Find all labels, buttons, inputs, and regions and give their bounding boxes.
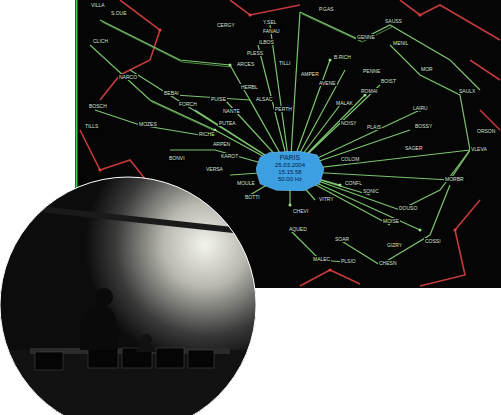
station-label: TILLS bbox=[84, 123, 99, 129]
station-label: PLSIO bbox=[340, 258, 357, 264]
station-label: BOIST bbox=[380, 78, 397, 84]
station-label: MOZES bbox=[138, 121, 158, 127]
station-label: MOISE bbox=[382, 218, 400, 224]
station-label: HERBL bbox=[240, 84, 259, 90]
station-label: ARCES bbox=[236, 61, 255, 67]
station-label: AQUED bbox=[288, 226, 308, 232]
station-label: PUTEA bbox=[218, 120, 237, 126]
station-label: CHESN bbox=[378, 260, 398, 266]
station-label: ARPEN bbox=[212, 141, 231, 147]
station-label: BONVI bbox=[168, 155, 186, 161]
station-label: GENNE bbox=[356, 34, 376, 40]
station-label: SOAR bbox=[334, 236, 350, 242]
station-label: TILLI bbox=[278, 60, 291, 66]
station-label: CLICH bbox=[92, 38, 109, 44]
station-label: BOSSY bbox=[414, 123, 433, 129]
station-label: COSSI bbox=[424, 238, 442, 244]
station-label: CONFL bbox=[344, 180, 363, 186]
station-label: P.GAS bbox=[318, 6, 335, 12]
city-reading: 15.15.58 bbox=[264, 169, 316, 176]
station-label: ROMAI bbox=[360, 88, 378, 94]
station-label: MOULE bbox=[236, 180, 256, 186]
station-label: MALAK bbox=[335, 100, 354, 106]
station-label: BOTTI bbox=[244, 194, 261, 200]
station-label: LAIRU bbox=[412, 105, 429, 111]
city-reading: 25.03.2004 bbox=[264, 162, 316, 169]
station-label: NARCO bbox=[118, 74, 138, 80]
station-label: B.RICH bbox=[333, 54, 352, 60]
city-name: PARIS bbox=[264, 154, 316, 162]
station-label: VITRY bbox=[318, 196, 335, 202]
station-label: SAGER bbox=[404, 145, 424, 151]
city-node: PARIS25.03.200415.15.5850.00 Hz bbox=[256, 151, 324, 191]
station-label: AMPER bbox=[300, 71, 320, 77]
station-label: SONIC bbox=[362, 188, 380, 194]
station-label: CHEVI bbox=[292, 208, 309, 214]
station-label: BOSCH bbox=[88, 103, 108, 109]
station-label: NANTE bbox=[222, 108, 241, 114]
station-label: PENNE bbox=[362, 68, 381, 74]
station-label: DOUSO bbox=[398, 205, 418, 211]
station-label: PLAIS bbox=[366, 124, 382, 130]
station-label: NOISY bbox=[340, 120, 358, 126]
station-label: MOR bbox=[420, 66, 434, 72]
station-label: RICHE bbox=[198, 131, 216, 137]
station-label: ALSAC bbox=[255, 96, 273, 102]
station-label: PLESS bbox=[246, 50, 264, 56]
station-label: CERGY bbox=[216, 22, 236, 28]
station-label: FANAU bbox=[262, 28, 281, 34]
station-label: ORSON bbox=[476, 128, 496, 134]
station-label: SAUSS bbox=[384, 18, 403, 24]
station-label: MORBR bbox=[444, 176, 465, 182]
station-label: PERTH bbox=[274, 106, 293, 112]
city-reading: 50.00 Hz bbox=[264, 176, 316, 183]
station-label: GIZRY bbox=[386, 242, 403, 248]
station-label: MENIL bbox=[392, 40, 409, 46]
station-label: S.OUE bbox=[110, 10, 128, 16]
station-label: Y.SEL bbox=[262, 19, 278, 25]
station-label: FORCH bbox=[178, 101, 198, 107]
station-label: VERSA bbox=[205, 166, 224, 172]
station-label: KAROT bbox=[220, 153, 239, 159]
station-label: SAULX bbox=[458, 88, 476, 94]
station-label: MALEC bbox=[312, 256, 331, 262]
station-label: BEBAI bbox=[163, 90, 180, 96]
station-label: AVENE bbox=[318, 80, 337, 86]
station-label: VLEVA bbox=[470, 146, 488, 152]
station-label: VILLA bbox=[90, 2, 106, 8]
station-label: PUISE bbox=[210, 96, 227, 102]
station-label: ILBOS bbox=[258, 39, 275, 45]
station-label: COLOM bbox=[340, 156, 360, 162]
